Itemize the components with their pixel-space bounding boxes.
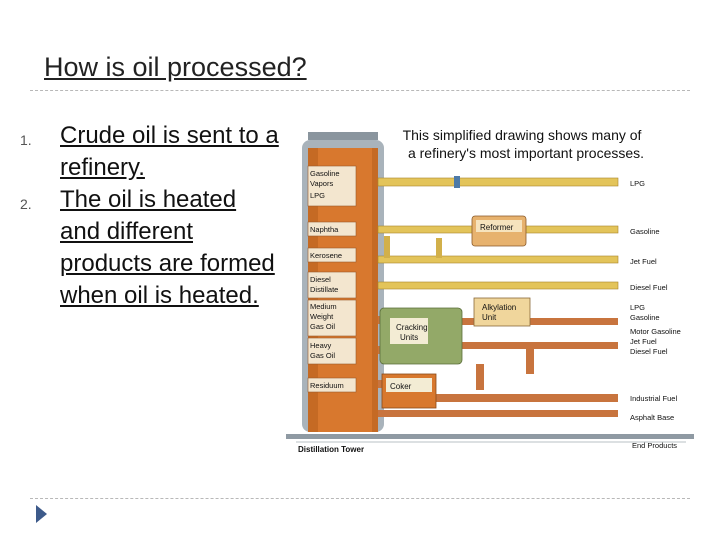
product-label: Asphalt Base — [630, 413, 674, 422]
product-label: Jet Fuel — [630, 257, 657, 266]
fraction-label: Residuum — [310, 381, 344, 390]
fraction-label: Medium — [310, 302, 337, 311]
alkylation-label: Unit — [482, 313, 497, 322]
fraction-label: Gasoline — [310, 169, 340, 178]
distillation-tower — [302, 132, 384, 432]
product-label: LPG — [630, 303, 645, 312]
product-label: Jet Fuel — [630, 337, 657, 346]
product-label: Gasoline — [630, 313, 660, 322]
cracking-label: Cracking — [396, 323, 428, 332]
slide-title: How is oil processed? — [44, 52, 307, 82]
bottom-divider — [30, 498, 690, 499]
fraction-label: Heavy — [310, 341, 332, 350]
bullet-item: 2. The oil is heated and different produ… — [20, 184, 282, 312]
bullet-marker: 2. — [20, 196, 32, 212]
diagram-caption-line1: This simplified drawing shows many of — [403, 127, 642, 143]
process-units — [379, 215, 531, 409]
next-arrow-icon[interactable] — [36, 505, 47, 523]
bullet-marker: 1. — [20, 132, 32, 148]
bullet-text: Crude oil is sent to a refinery. — [60, 122, 279, 181]
product-label: End Products — [632, 441, 677, 450]
coker-label: Coker — [390, 382, 412, 391]
fraction-label: Vapors — [310, 179, 333, 188]
product-label: LPG — [630, 179, 645, 188]
cracking-label: Units — [400, 333, 418, 342]
refinery-diagram: This simplified drawing shows many of a … — [286, 112, 694, 464]
product-label: Gasoline — [630, 227, 660, 236]
fraction-label: LPG — [310, 191, 325, 200]
fraction-label: Naphtha — [310, 225, 339, 234]
fraction-label: Kerosene — [310, 251, 342, 260]
product-label: Diesel Fuel — [630, 283, 668, 292]
diagram-caption-line2: a refinery's most important processes. — [408, 145, 644, 161]
tower-label: Distillation Tower — [298, 445, 364, 454]
fraction-label: Gas Oil — [310, 351, 335, 360]
fraction-label: Distillate — [310, 285, 338, 294]
reformer-label: Reformer — [480, 223, 514, 232]
bullet-item: 1. Crude oil is sent to a refinery. — [20, 120, 282, 184]
fraction-label: Gas Oil — [310, 322, 335, 331]
product-label: Diesel Fuel — [630, 347, 668, 356]
top-divider — [30, 90, 690, 91]
bullet-list: 1. Crude oil is sent to a refinery. 2. T… — [20, 120, 282, 312]
product-label: Industrial Fuel — [630, 394, 677, 403]
product-label: Motor Gasoline — [630, 327, 681, 336]
alkylation-label: Alkylation — [482, 303, 516, 312]
bullet-text: The oil is heated and different products… — [60, 186, 275, 309]
fraction-label: Weight — [310, 312, 334, 321]
fraction-label: Diesel — [310, 275, 331, 284]
